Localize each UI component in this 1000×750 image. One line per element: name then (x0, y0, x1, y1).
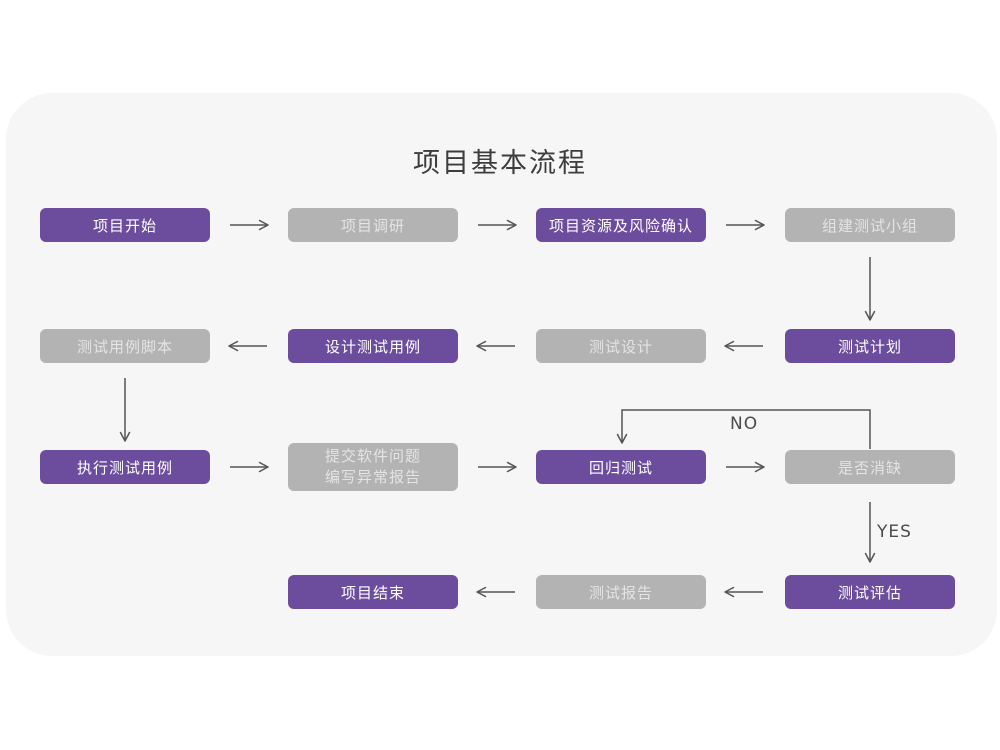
node-design-test-case: 设计测试用例 (288, 329, 458, 363)
node-resource-risk: 项目资源及风险确认 (536, 208, 706, 242)
node-test-design: 测试设计 (536, 329, 706, 363)
branch-label-yes: YES (877, 522, 912, 542)
flowchart-card (6, 93, 997, 656)
node-regression-test: 回归测试 (536, 450, 706, 484)
node-execute-test-case: 执行测试用例 (40, 450, 210, 484)
node-test-evaluation: 测试评估 (785, 575, 955, 609)
node-project-start: 项目开始 (40, 208, 210, 242)
branch-label-no: NO (730, 414, 759, 434)
node-test-case-script: 测试用例脚本 (40, 329, 210, 363)
node-build-test-team: 组建测试小组 (785, 208, 955, 242)
node-defect-cleared: 是否消缺 (785, 450, 955, 484)
node-test-report: 测试报告 (536, 575, 706, 609)
node-project-research: 项目调研 (288, 208, 458, 242)
node-test-plan: 测试计划 (785, 329, 955, 363)
page-title: 项目基本流程 (413, 148, 587, 179)
node-project-end: 项目结束 (288, 575, 458, 609)
node-issue-report: 提交软件问题 编写异常报告 (288, 443, 458, 491)
